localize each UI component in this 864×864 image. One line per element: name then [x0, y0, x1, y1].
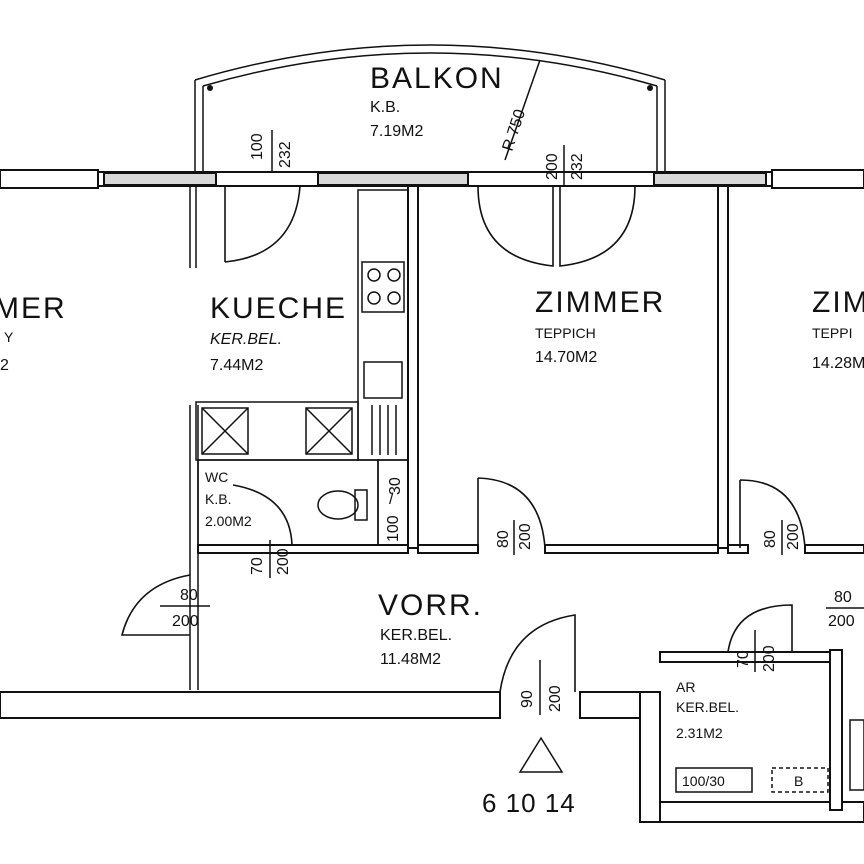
- wc-name: WC: [205, 469, 228, 485]
- zimmer1-name: ZIMMER: [535, 286, 665, 319]
- dim-kitchen-window-bottom: 30: [387, 477, 404, 495]
- dim-ar-top: 70: [735, 650, 752, 668]
- vorr-area: 11.48M2: [380, 651, 441, 668]
- zimmer2-area: 14.28M: [812, 355, 864, 372]
- entrance-arrow-icon: [518, 736, 564, 773]
- ar-area: 2.31M2: [676, 725, 723, 741]
- ar-window-label: 100/30: [682, 773, 725, 789]
- dim-right-top: 80: [834, 589, 852, 606]
- dim-balkon-left-top: 100: [249, 133, 266, 160]
- dim-balkon-left-bottom: 232: [277, 141, 294, 168]
- zimmer2-name: ZIMM: [812, 286, 864, 319]
- dim-zimmer1-bottom: 200: [517, 523, 534, 550]
- kitchen-counter: [195, 189, 409, 461]
- balcony: [194, 44, 666, 172]
- doors: [120, 185, 806, 693]
- zimmer1-floor: TEPPICH: [535, 325, 596, 341]
- dim-wc-top: 70: [249, 557, 266, 575]
- dim-zimmer2-bottom: 200: [785, 523, 802, 550]
- vorr-name: VORR.: [378, 589, 483, 622]
- dim-right-bottom: 200: [828, 613, 855, 630]
- ar-box-label: B: [794, 773, 803, 789]
- zimmer2-floor: TEPPI: [812, 325, 852, 341]
- wc-floor: K.B.: [205, 491, 231, 507]
- kueche-name: KUECHE: [210, 292, 347, 325]
- interior-walls: [0, 185, 864, 823]
- wc-room: [197, 459, 409, 546]
- vorr-floor: KER.BEL.: [380, 627, 452, 644]
- balkon-name: BALKON: [370, 62, 504, 95]
- dim-entry-bottom: 200: [547, 685, 564, 712]
- entrance-label: 6 10 14: [482, 788, 576, 818]
- dim-vorr-left-bottom: 200: [172, 613, 199, 630]
- dim-wc-bottom: 200: [275, 548, 292, 575]
- kueche-area: 7.44M2: [210, 357, 263, 374]
- dim-kitchen-window-top: 100: [385, 515, 402, 542]
- left-room-area: 2: [0, 357, 9, 374]
- dim-entry-top: 90: [519, 690, 536, 708]
- balkon-floor: K.B.: [370, 99, 400, 116]
- dim-zimmer1-top: 80: [495, 530, 512, 548]
- top-wall: [0, 169, 864, 189]
- dim-ar-bottom: 200: [761, 645, 778, 672]
- zimmer1-area: 14.70M2: [535, 349, 597, 366]
- left-room-name: MER: [0, 292, 67, 325]
- dim-vorr-left-top: 80: [180, 587, 198, 604]
- ar-name: AR: [676, 679, 695, 695]
- wc-area: 2.00M2: [205, 513, 252, 529]
- balkon-area: 7.19M2: [370, 123, 423, 140]
- balkon-radius: R 750: [500, 107, 529, 153]
- kueche-floor: KER.BEL.: [210, 331, 282, 348]
- dim-balkon-right-bottom: 232: [569, 153, 586, 180]
- ar-fittings: [675, 719, 864, 793]
- dim-balkon-right-top: 200: [544, 153, 561, 180]
- dim-zimmer2-top: 80: [762, 530, 779, 548]
- left-room-floor: Y: [4, 329, 14, 345]
- svg-text:/: /: [389, 491, 394, 508]
- ar-floor: KER.BEL.: [676, 699, 739, 715]
